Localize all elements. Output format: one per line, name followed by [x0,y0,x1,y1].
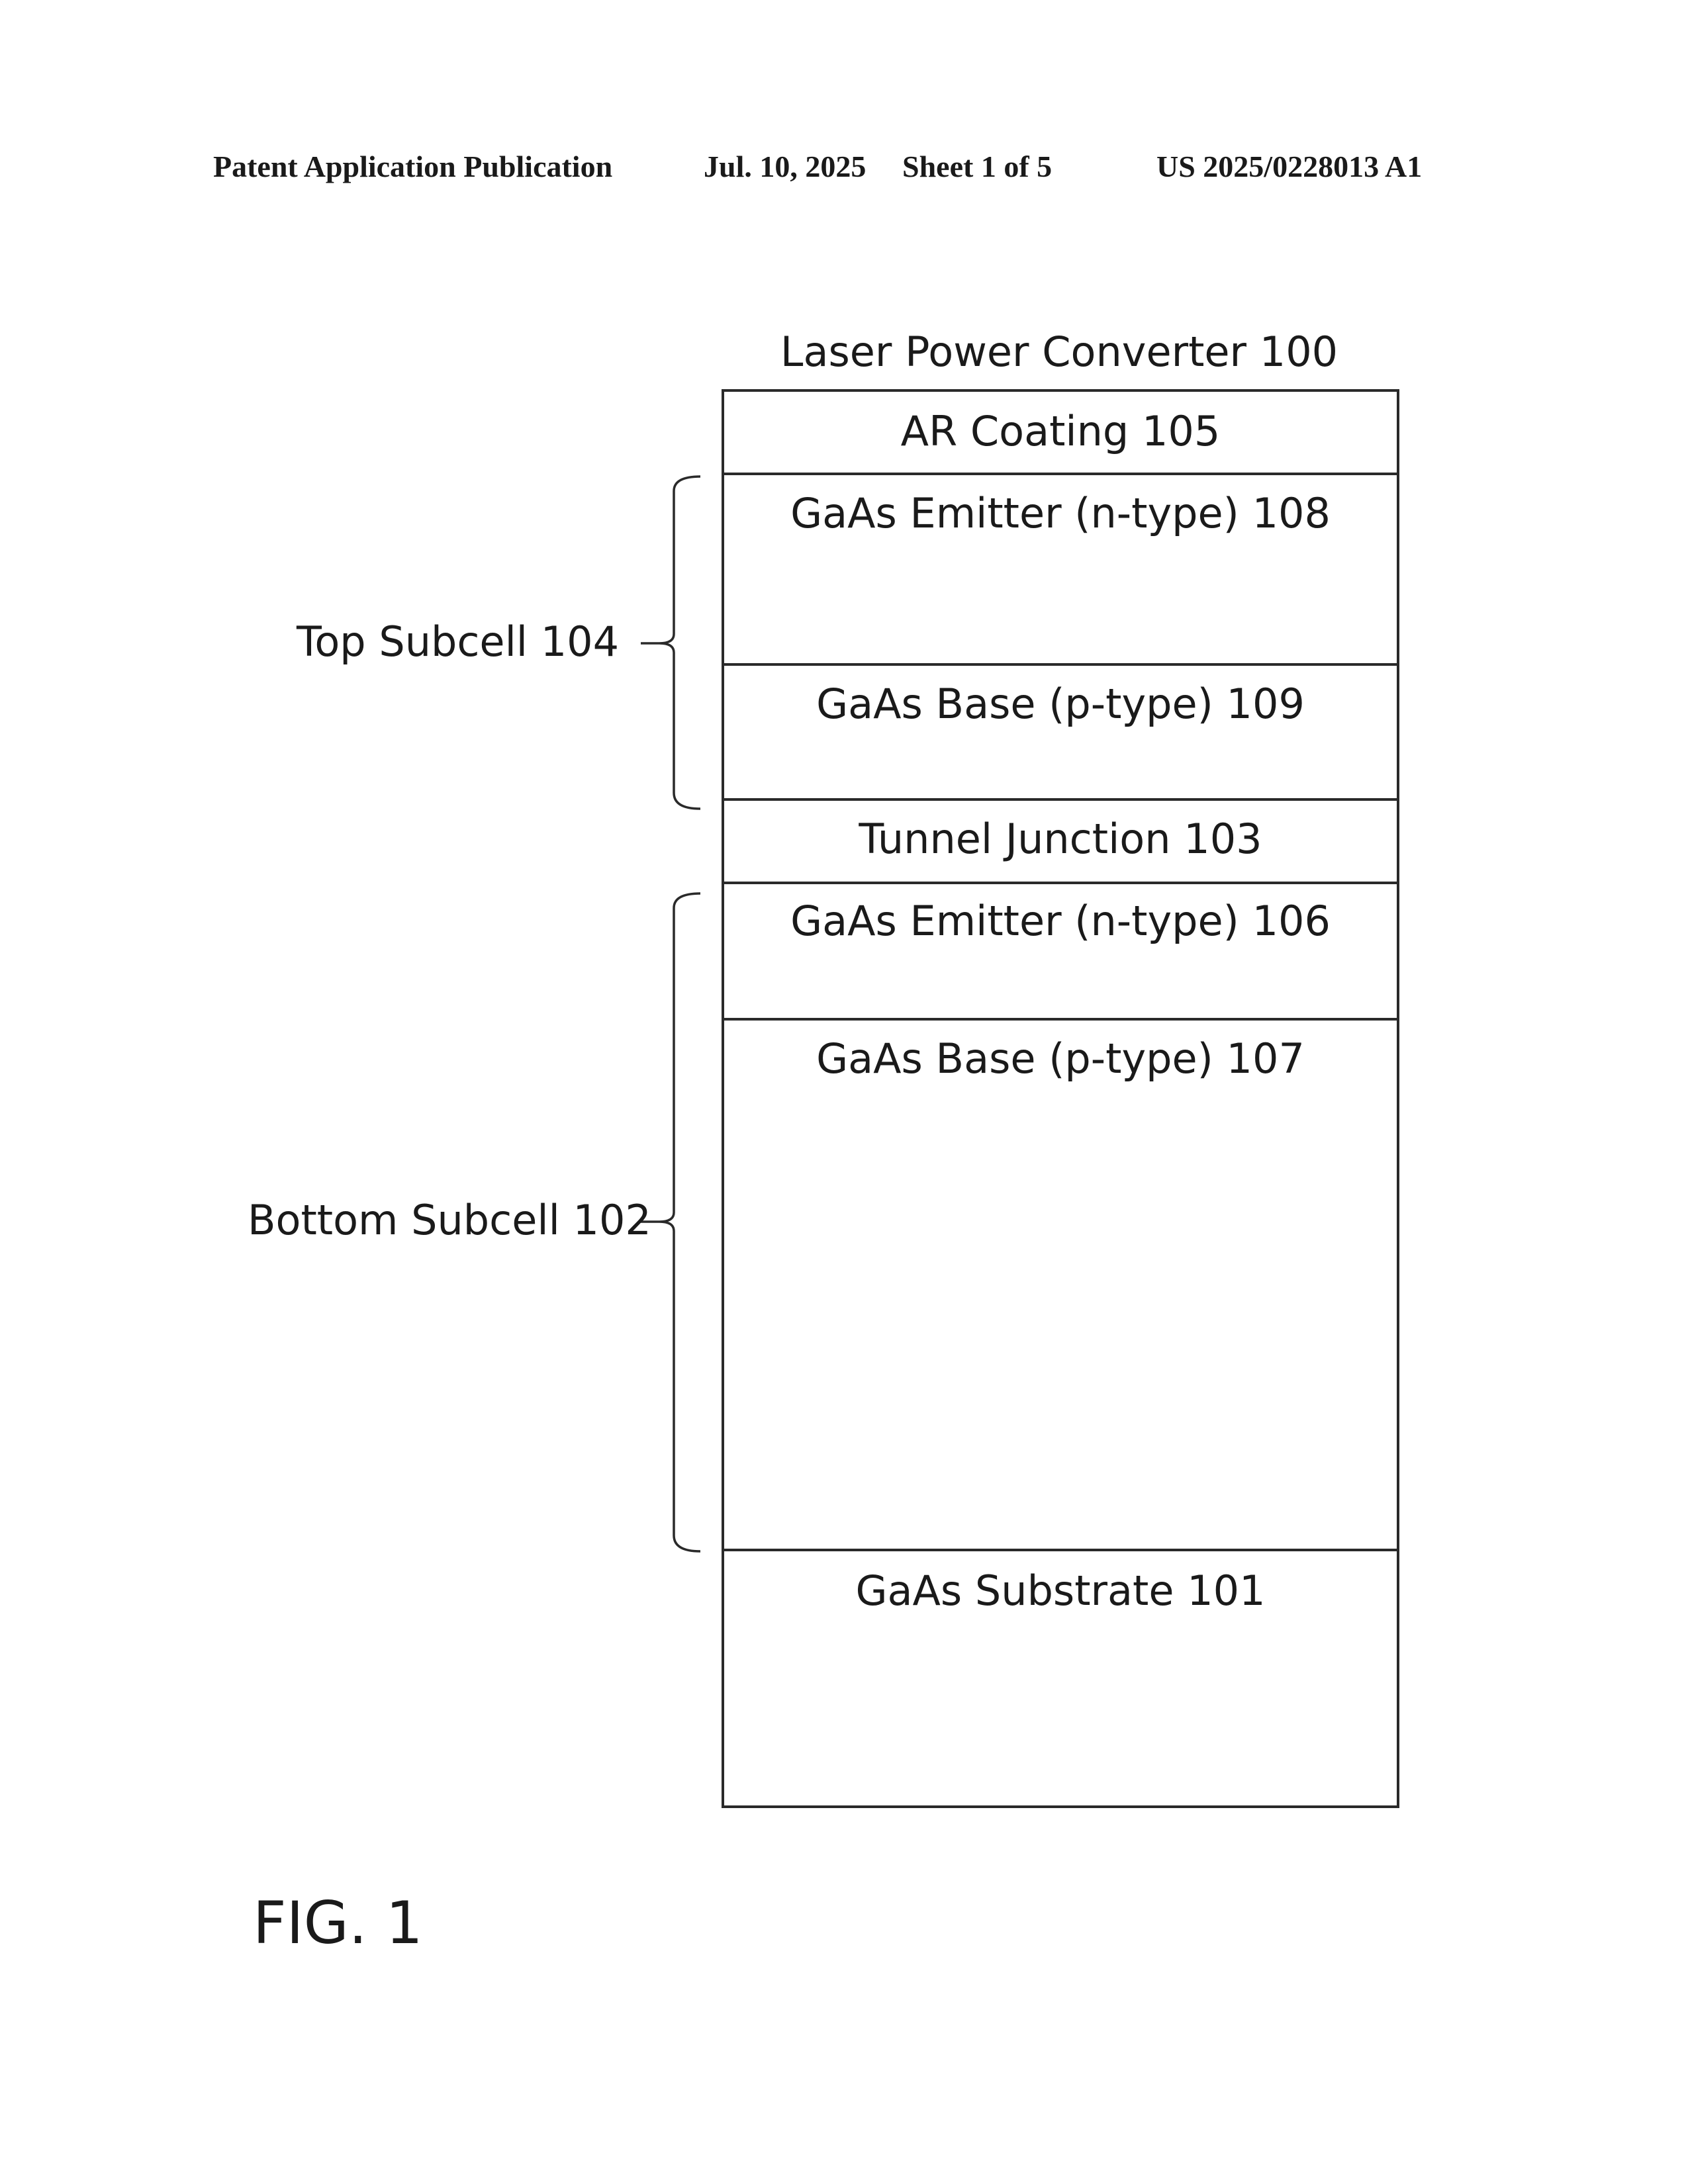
bottom-subcell-label: Bottom Subcell 102 [248,1195,651,1246]
top-subcell-label: Top Subcell 104 [297,617,619,667]
bracket-top-subcell [641,477,700,809]
figure-label: FIG. 1 [253,1890,423,1956]
